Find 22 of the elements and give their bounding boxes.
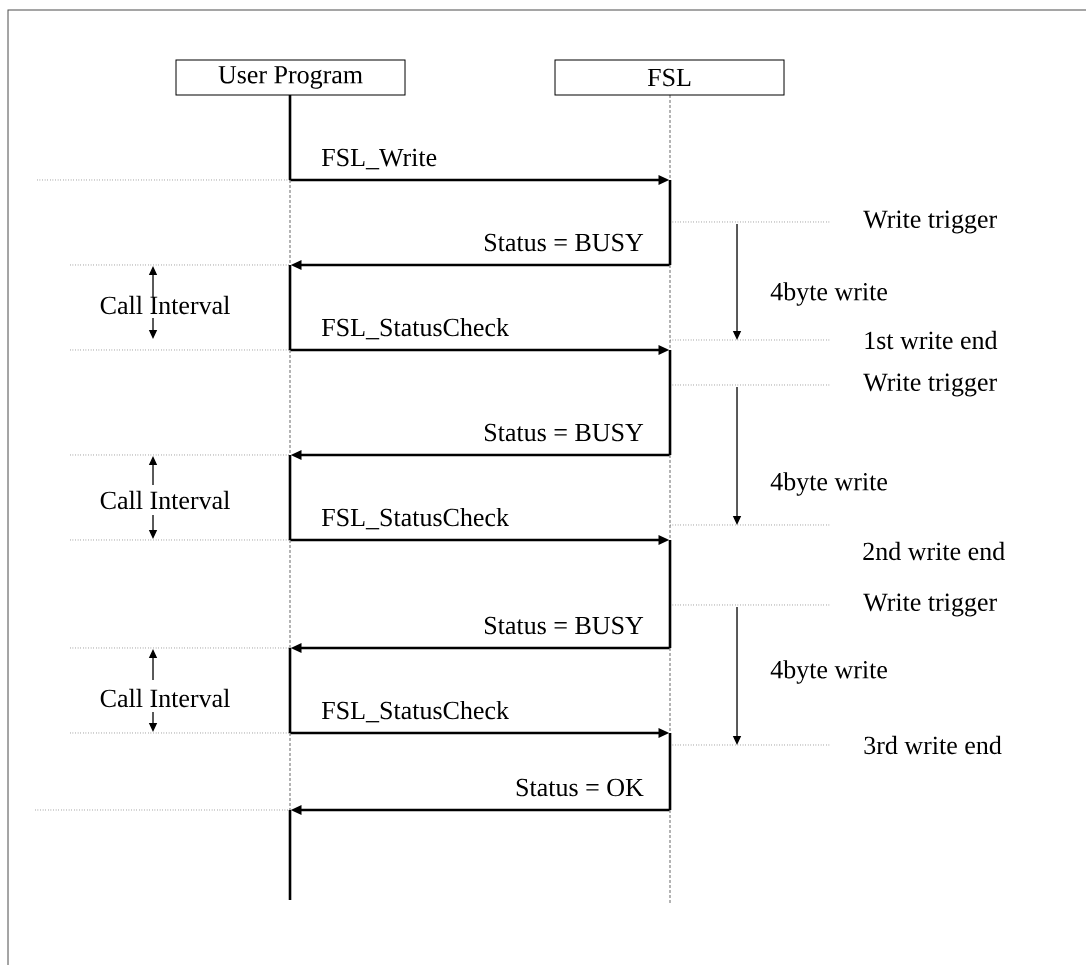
annotation-label: Write trigger (863, 373, 997, 397)
annotation-label: 2nd write end (863, 541, 1005, 561)
annotation-label: Call Interval (100, 688, 230, 708)
edge-label: Status = BUSY (484, 233, 644, 252)
edge-label: Status = OK (516, 778, 644, 797)
annotation-label: Call Interval (100, 295, 230, 315)
annotation-label: 4byte write (770, 282, 887, 306)
edge-label: Status = BUSY (484, 423, 644, 442)
annotation-label: 4byte write (770, 660, 887, 684)
edge-label: FSL_StatusCheck (321, 507, 509, 530)
lifeline-box: FSL (554, 59, 785, 96)
edge-label: Status = BUSY (484, 616, 644, 635)
lifeline-box: User Program (175, 59, 406, 96)
annotation-label: Write trigger (863, 593, 997, 617)
edge-label: FSL_StatusCheck (321, 700, 509, 723)
edge-label: FSL_Write (321, 148, 437, 170)
annotation-label: 3rd write end (864, 735, 1002, 755)
annotation-label: 4byte write (770, 472, 887, 496)
annotation-label: Write trigger (863, 210, 997, 234)
annotation-label: Call Interval (100, 490, 230, 510)
annotation-label: 1st write end (865, 330, 998, 350)
edge-label: FSL_StatusCheck (321, 317, 509, 340)
